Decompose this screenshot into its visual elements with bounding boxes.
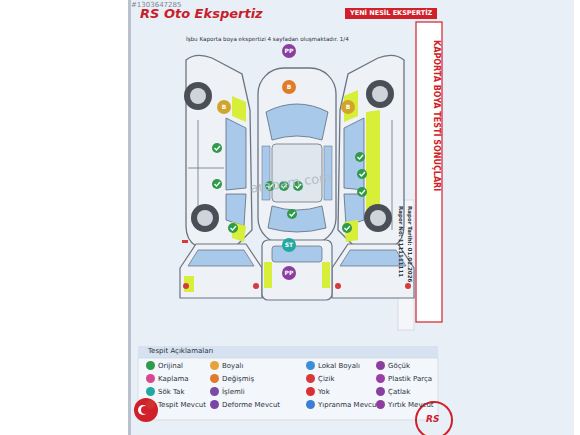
legend-item: Yıpranma Mevcut bbox=[306, 400, 379, 409]
legend-text: Deforme Mevcut bbox=[222, 401, 280, 409]
check-mark bbox=[231, 226, 237, 230]
legend-text: Orijinal bbox=[158, 362, 183, 370]
marker-code: B bbox=[217, 100, 231, 114]
legend-item: Tespit Mevcut bbox=[146, 400, 206, 409]
report-field: Rapor Tarihi: 01.02.2026 bbox=[407, 206, 413, 282]
legend-text: Boyalı bbox=[222, 362, 243, 370]
legend-text: Çatlak bbox=[388, 388, 410, 396]
check-mark bbox=[360, 190, 366, 194]
legend-text: Plastik Parça bbox=[388, 375, 432, 383]
legend-swatch bbox=[146, 400, 155, 409]
legend-swatch bbox=[306, 374, 315, 383]
legend-swatch bbox=[210, 387, 219, 396]
page-note: İşbu Kaporta boya ekspertizi 4 sayfadan … bbox=[186, 36, 349, 42]
check-mark bbox=[215, 182, 221, 186]
marker-code: B bbox=[341, 100, 355, 114]
legend-item: Boyalı bbox=[210, 361, 243, 370]
legend-text: Yok bbox=[318, 388, 330, 396]
legend-item: Plastik Parça bbox=[376, 374, 432, 383]
legend-swatch bbox=[146, 361, 155, 370]
marker-code: B bbox=[282, 80, 296, 94]
brand-logo: RS Oto Ekspertiz bbox=[140, 7, 263, 22]
check-marker bbox=[287, 209, 297, 219]
check-marker bbox=[212, 143, 222, 153]
legend-text: Çizik bbox=[318, 375, 335, 383]
legend-text: Lokal Boyalı bbox=[318, 362, 360, 370]
check-marker bbox=[342, 223, 352, 233]
side-title: KAPORTA BOYA TESTİ SONUÇLARI bbox=[432, 40, 441, 191]
legend-text: İşlemli bbox=[222, 388, 245, 396]
legend-text: Kaplama bbox=[158, 375, 189, 383]
legend-text: Değişmiş bbox=[222, 375, 254, 383]
header-banner: YENİ NESİL EKSPERTİZ bbox=[345, 8, 437, 19]
check-mark bbox=[345, 226, 351, 230]
legend-item: Sök Tak bbox=[146, 387, 184, 396]
legend-item: Çizik bbox=[306, 374, 335, 383]
legend-swatch bbox=[376, 400, 385, 409]
legend-swatch bbox=[210, 400, 219, 409]
legend-text: Sök Tak bbox=[158, 388, 184, 396]
stamp-text: RS bbox=[426, 414, 439, 424]
legend-swatch bbox=[376, 387, 385, 396]
legend-item: Değişmiş bbox=[210, 374, 254, 383]
legend-text: Yırtık Mevcut bbox=[388, 401, 434, 409]
photo-id: #1303647285 bbox=[131, 1, 181, 9]
marker-code: ST bbox=[282, 238, 296, 252]
legend-item: Deforme Mevcut bbox=[210, 400, 280, 409]
legend-swatch bbox=[146, 387, 155, 396]
legend-heading: Tespit Açıklamaları bbox=[148, 347, 213, 355]
legend-swatch bbox=[306, 387, 315, 396]
legend-swatch bbox=[146, 374, 155, 383]
legend-item: Kaplama bbox=[146, 374, 189, 383]
check-mark bbox=[290, 212, 296, 216]
legend-item: Yok bbox=[306, 387, 330, 396]
check-marker bbox=[355, 152, 365, 162]
legend-item: Orijinal bbox=[146, 361, 183, 370]
legend-item: Yırtık Mevcut bbox=[376, 400, 434, 409]
marker-code: PP bbox=[282, 266, 296, 280]
legend-text: Göçük bbox=[388, 362, 410, 370]
check-marker bbox=[212, 179, 222, 189]
legend-text: Yıpranma Mevcut bbox=[318, 401, 379, 409]
legend-swatch bbox=[376, 361, 385, 370]
check-mark bbox=[215, 146, 221, 150]
legend-item: Çatlak bbox=[376, 387, 410, 396]
check-mark bbox=[360, 172, 366, 176]
marker-code: PP bbox=[282, 44, 296, 58]
check-marker bbox=[357, 187, 367, 197]
legend-item: Göçük bbox=[376, 361, 410, 370]
legend-swatch bbox=[306, 400, 315, 409]
check-marker bbox=[228, 223, 238, 233]
report-field: Rapor No: 1111111111 bbox=[398, 206, 404, 277]
legend-item: Lokal Boyalı bbox=[306, 361, 360, 370]
legend-swatch bbox=[306, 361, 315, 370]
legend-swatch bbox=[376, 374, 385, 383]
legend-swatch bbox=[210, 361, 219, 370]
check-marker bbox=[357, 169, 367, 179]
check-mark bbox=[358, 155, 364, 159]
legend-item: İşlemli bbox=[210, 387, 245, 396]
legend-swatch bbox=[210, 374, 219, 383]
legend-text: Tespit Mevcut bbox=[158, 401, 206, 409]
